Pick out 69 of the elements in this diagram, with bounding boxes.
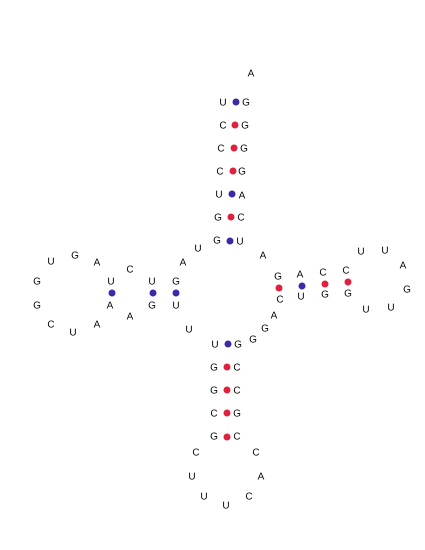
nucleotide-letter: A: [400, 260, 406, 272]
nucleotide-letter: C: [233, 432, 241, 442]
nucleotide-letter: A: [106, 300, 114, 312]
nucleotide-letter: C: [252, 448, 260, 458]
nucleotide-letter: C: [126, 264, 134, 276]
nucleotide-letter: A: [238, 190, 246, 202]
nucleotide-letter: C: [210, 408, 218, 420]
nucleotide-letter: G: [403, 284, 411, 296]
nucleotide-letter: A: [296, 270, 304, 280]
nucleotide-letter: G: [242, 98, 250, 108]
nucleotide-letter: A: [258, 472, 264, 482]
nucleotide-letter: C: [319, 268, 327, 278]
nucleotide-letter: C: [342, 266, 350, 276]
nucleotide-letter: U: [387, 302, 395, 314]
nucleotide-letter: C: [237, 212, 245, 224]
nucleotide-letter: U: [219, 98, 227, 108]
nucleotide-letter: C: [47, 320, 55, 330]
nucleotide-letter: G: [261, 324, 269, 334]
nucleotide-letter: G: [240, 144, 248, 154]
nucleotide-letter: C: [245, 492, 253, 502]
nucleotide-letter: U: [148, 276, 156, 288]
nucleotide-letter: C: [217, 144, 225, 154]
nucleotide-letter: A: [260, 250, 266, 262]
nucleotide-letter: U: [381, 246, 389, 256]
nucleotide-letter: U: [222, 500, 230, 512]
nucleotide-letter: C: [216, 166, 224, 178]
nucleotide-letter: G: [214, 212, 222, 224]
nucleotide-letter: G: [33, 276, 41, 288]
nucleotide-letter: U: [357, 246, 365, 258]
nucleotide-letter: U: [69, 328, 77, 338]
nucleotide-letter: U: [211, 340, 219, 350]
nucleotide-letter: U: [215, 190, 223, 200]
nucleotide-letter: G: [33, 300, 41, 312]
nucleotide-letter: U: [200, 492, 208, 502]
nucleotide-letter: U: [188, 472, 196, 482]
nucleotide-letter: A: [94, 320, 100, 330]
nucleotide-letter: U: [236, 236, 244, 248]
nucleotide-letter: G: [241, 120, 249, 132]
nucleotide-letter: G: [233, 408, 241, 420]
nucleotide-letter: G: [210, 362, 218, 374]
nucleotide-letter: A: [248, 68, 254, 80]
nucleotide-letter: G: [210, 432, 218, 442]
nucleotide-letter: G: [172, 276, 180, 288]
nucleotide-letter: A: [94, 258, 100, 268]
nucleotide-letter: U: [107, 276, 115, 288]
nucleotide-letter: G: [210, 386, 218, 396]
nucleotide-letter: G: [249, 334, 257, 346]
nucleotide-letter: G: [148, 300, 156, 312]
nucleotide-letter: G: [321, 290, 329, 300]
nucleotide-letter: C: [233, 386, 241, 396]
nucleotide-letter: G: [213, 236, 221, 246]
nucleotide-letter: U: [47, 256, 55, 268]
nucleotide-letter: A: [270, 310, 278, 322]
nucleotide-letter: G: [234, 340, 242, 350]
nucleotide-letter: C: [276, 294, 284, 306]
nucleotide-letter: A: [126, 312, 134, 322]
nucleotide-letter: U: [172, 300, 180, 312]
nucleotide-letter: G: [238, 166, 246, 178]
nucleotide-letter: U: [185, 324, 193, 336]
nucleotide-letter: U: [194, 244, 202, 254]
nucleotide-letter: G: [344, 288, 352, 300]
nucleotide-letter: C: [233, 362, 241, 374]
nucleotide-letter: G: [71, 250, 79, 262]
nucleotide-letter: U: [297, 292, 305, 302]
nucleotide-letter: C: [192, 448, 200, 458]
nucleotide-letter: C: [219, 120, 227, 132]
nucleotide-letter: U: [362, 304, 370, 316]
nucleotide-letter: A: [180, 258, 186, 268]
nucleotide-letter: G: [274, 272, 282, 282]
